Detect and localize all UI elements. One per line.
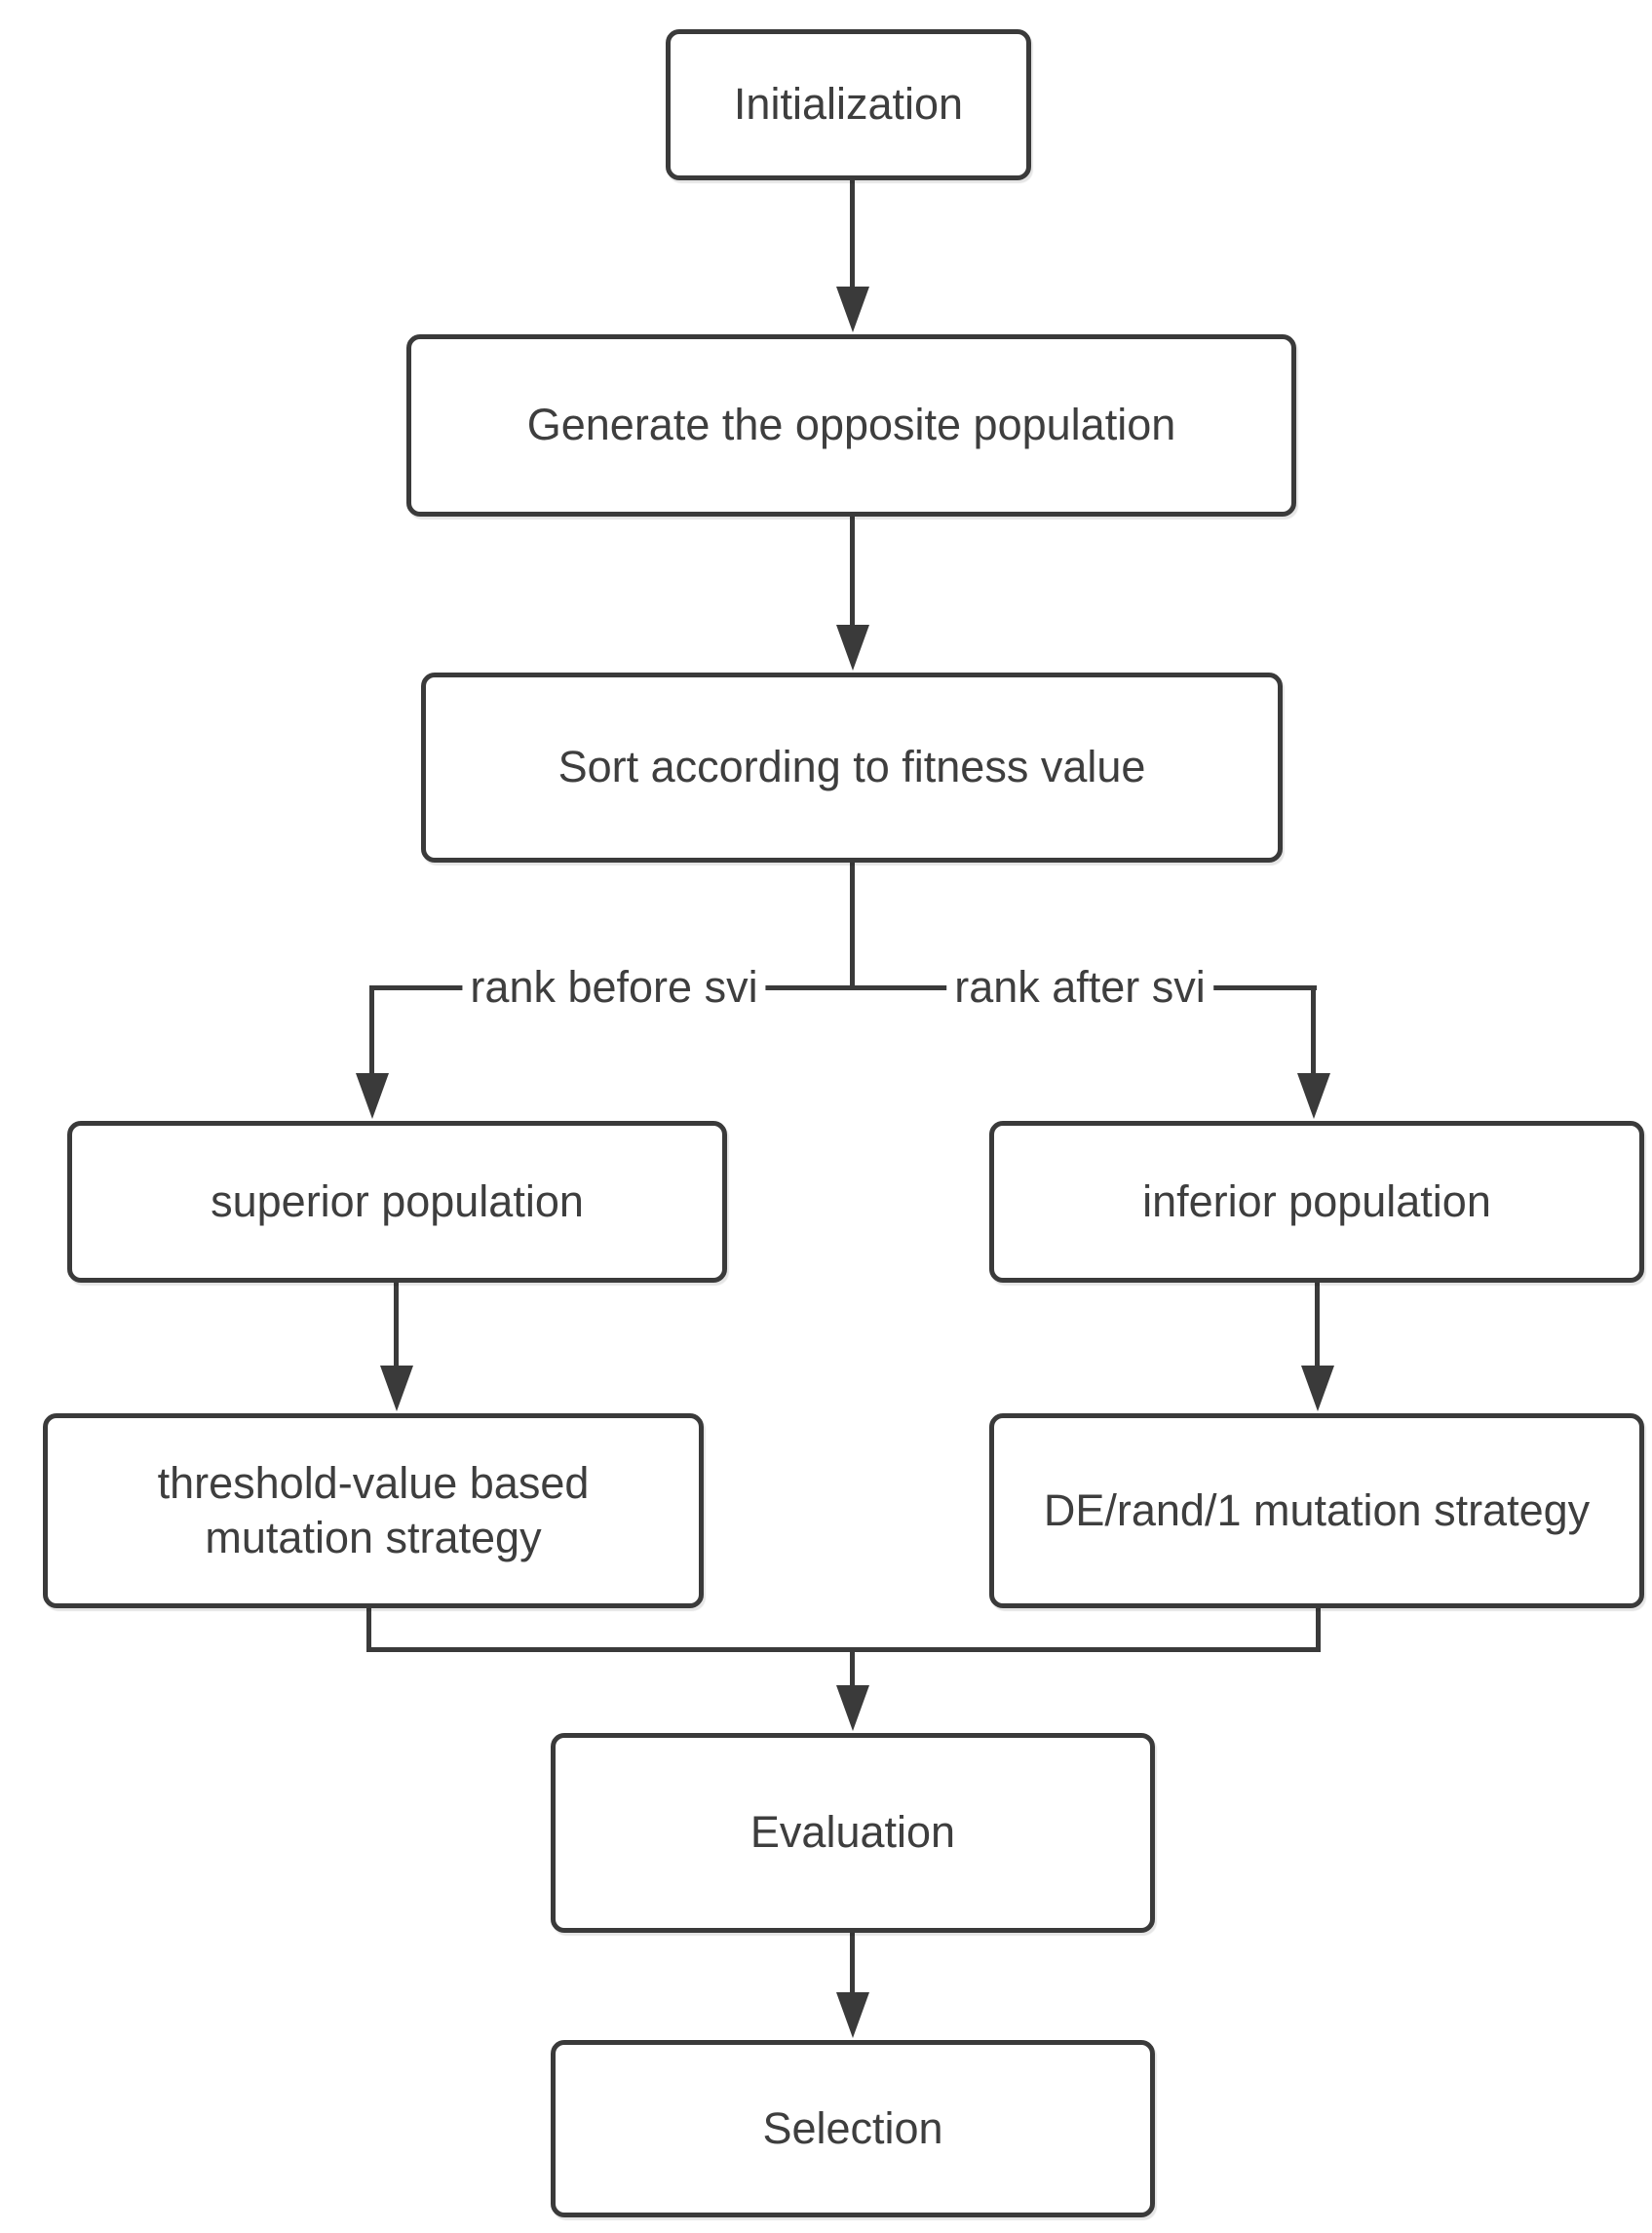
arrow-down-icon: [836, 1992, 869, 2038]
connector-superior-to-threshold: [394, 1283, 399, 1367]
edge-label-rank-after-svi: rank after svi: [946, 959, 1213, 1016]
arrow-down-icon: [356, 1073, 389, 1119]
connector-merge-to-evaluation: [850, 1649, 855, 1688]
node-threshold-value-mutation-strategy: threshold-value based mutation strategy: [43, 1413, 704, 1608]
connector-init-to-generate: [850, 180, 855, 289]
connector-split-horizontal: [369, 985, 1317, 990]
node-initialization: Initialization: [666, 29, 1031, 180]
node-label: DE/rand/1 mutation strategy: [1043, 1484, 1591, 1535]
node-evaluation: Evaluation: [551, 1733, 1155, 1933]
node-de-rand-1-mutation-strategy: DE/rand/1 mutation strategy: [989, 1413, 1644, 1608]
arrow-down-icon: [836, 287, 869, 332]
node-inferior-population: inferior population: [989, 1121, 1644, 1283]
node-label: superior population: [211, 1175, 584, 1226]
node-label: threshold-value based mutation strategy: [157, 1457, 590, 1562]
arrow-down-icon: [1297, 1073, 1330, 1119]
arrow-down-icon: [836, 625, 869, 671]
node-label: Evaluation: [749, 1807, 956, 1858]
connector-generate-to-sort: [850, 517, 855, 626]
arrow-down-icon: [380, 1366, 413, 1411]
edge-label-rank-before-svi: rank before svi: [462, 959, 766, 1016]
node-generate-opposite-population: Generate the opposite population: [406, 334, 1296, 517]
connector-de-merge-down: [1316, 1606, 1321, 1651]
connector-evaluation-to-selection: [850, 1933, 855, 1993]
connector-split-to-superior: [369, 987, 374, 1075]
arrow-down-icon: [1301, 1366, 1334, 1411]
node-selection: Selection: [551, 2040, 1155, 2217]
connector-sort-stem: [850, 863, 855, 990]
arrow-down-icon: [836, 1685, 869, 1731]
node-label: inferior population: [1142, 1175, 1491, 1226]
connector-split-to-inferior: [1311, 987, 1316, 1075]
node-label: Selection: [762, 2102, 943, 2153]
connector-merge-horizontal: [366, 1647, 1321, 1652]
node-sort-according-to-fitness-value: Sort according to fitness value: [421, 673, 1283, 863]
connector-inferior-to-de: [1315, 1283, 1320, 1367]
node-label: Sort according to fitness value: [557, 742, 1146, 792]
node-label: Initialization: [733, 79, 964, 130]
node-superior-population: superior population: [67, 1121, 727, 1283]
connector-threshold-merge-down: [366, 1606, 371, 1651]
node-label: Generate the opposite population: [526, 400, 1176, 450]
